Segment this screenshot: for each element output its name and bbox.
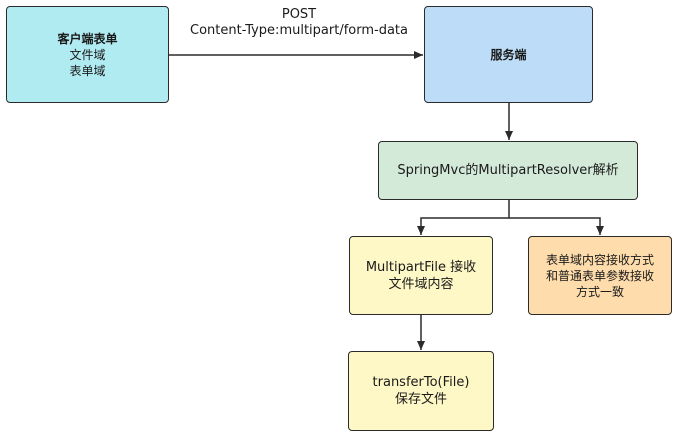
node-transfer-line-2: 保存文件 — [394, 392, 447, 407]
node-client-line-form-field: 表单域 — [69, 63, 106, 78]
node-client-title: 客户端表单 — [57, 31, 118, 46]
node-client-form: 客户端表单 文件域 表单域 — [6, 6, 169, 103]
node-formfields-line-1: 表单域内容接收方式 — [545, 252, 654, 267]
node-formfields-line-2: 和普通表单参数接收 — [545, 268, 654, 283]
node-multipartfile-line-1: MultipartFile 接收 — [365, 259, 477, 275]
node-form-fields: 表单域内容接收方式 和普通表单参数接收 方式一致 — [528, 236, 672, 315]
edge-resolver-to-formfields — [509, 217, 604, 235]
node-formfields-line-3: 方式一致 — [575, 284, 624, 299]
node-transfer-to: transferTo(File) 保存文件 — [348, 351, 494, 431]
node-transfer-line-1: transferTo(File) — [372, 375, 470, 390]
edge-label-method: POST — [281, 7, 317, 22]
node-resolver-label: SpringMvc的MultipartResolver解析 — [397, 162, 619, 178]
edge-label-content-type: Content-Type:multipart/form-data — [190, 23, 408, 38]
edge-label-post: POST Content-Type:multipart/form-data — [186, 7, 412, 39]
node-server-title: 服务端 — [490, 47, 527, 62]
node-multipart-resolver: SpringMvc的MultipartResolver解析 — [378, 141, 638, 200]
node-multipartfile: MultipartFile 接收 文件域内容 — [349, 236, 493, 315]
edge-resolver-to-multipartfile — [417, 200, 510, 235]
node-client-line-file-field: 文件域 — [69, 47, 106, 62]
node-multipartfile-line-2: 文件域内容 — [388, 276, 454, 292]
node-server: 服务端 — [424, 6, 593, 103]
